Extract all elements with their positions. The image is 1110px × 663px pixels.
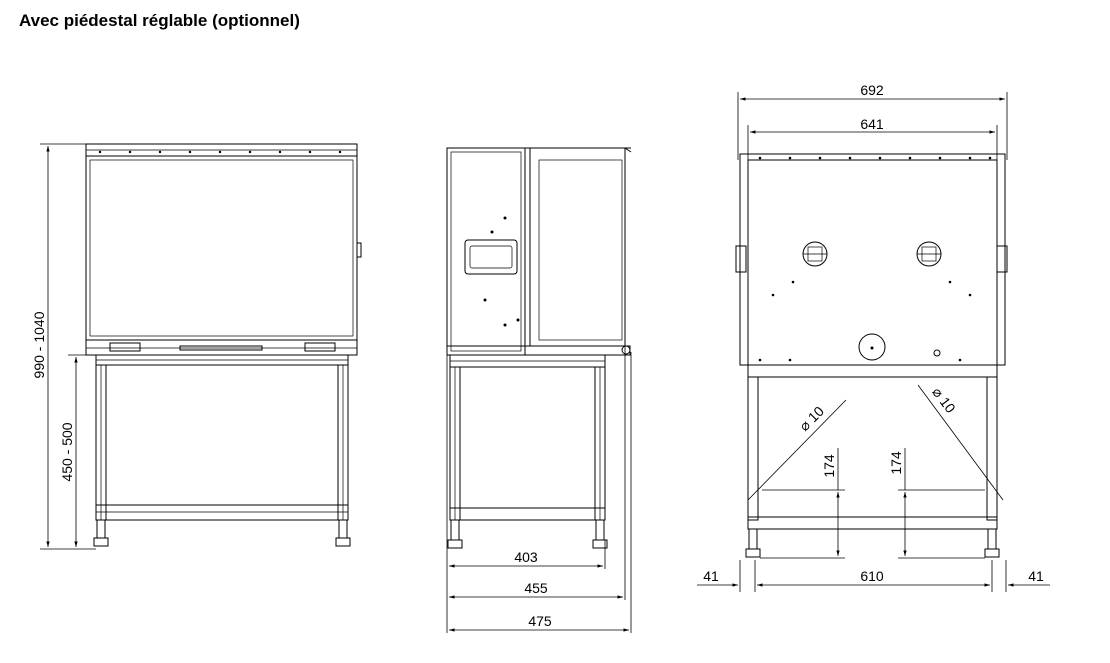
diameter-right-label: ⌀ 10 xyxy=(929,384,959,416)
dim-475-label: 475 xyxy=(528,613,552,629)
fan-right-icon xyxy=(916,241,942,267)
side-dimensions: 403 455 475 xyxy=(446,346,632,633)
front-dimensions: 990 - 1040 450 - 500 xyxy=(31,143,96,550)
dim-174-right-label: 174 xyxy=(888,451,904,475)
fan-left-icon xyxy=(802,241,828,267)
total-height-label: 990 - 1040 xyxy=(31,311,47,378)
dim-403-label: 403 xyxy=(514,549,538,565)
dim-610-label: 610 xyxy=(860,568,884,584)
drain-port-icon xyxy=(858,333,886,361)
dim-41-left-label: 41 xyxy=(703,568,719,584)
stand-height-label: 450 - 500 xyxy=(59,422,75,481)
dim-641-label: 641 xyxy=(860,116,884,132)
page-title: Avec piédestal réglable (optionnel) xyxy=(19,11,300,30)
dim-174-left-label: 174 xyxy=(821,454,837,478)
front-view xyxy=(85,143,362,547)
diameter-left-label: ⌀ 10 xyxy=(796,403,827,434)
side-view xyxy=(446,147,632,549)
rear-view xyxy=(735,153,1008,558)
dim-41-right-label: 41 xyxy=(1028,568,1044,584)
dim-692-label: 692 xyxy=(860,82,884,98)
dim-455-label: 455 xyxy=(524,580,548,596)
